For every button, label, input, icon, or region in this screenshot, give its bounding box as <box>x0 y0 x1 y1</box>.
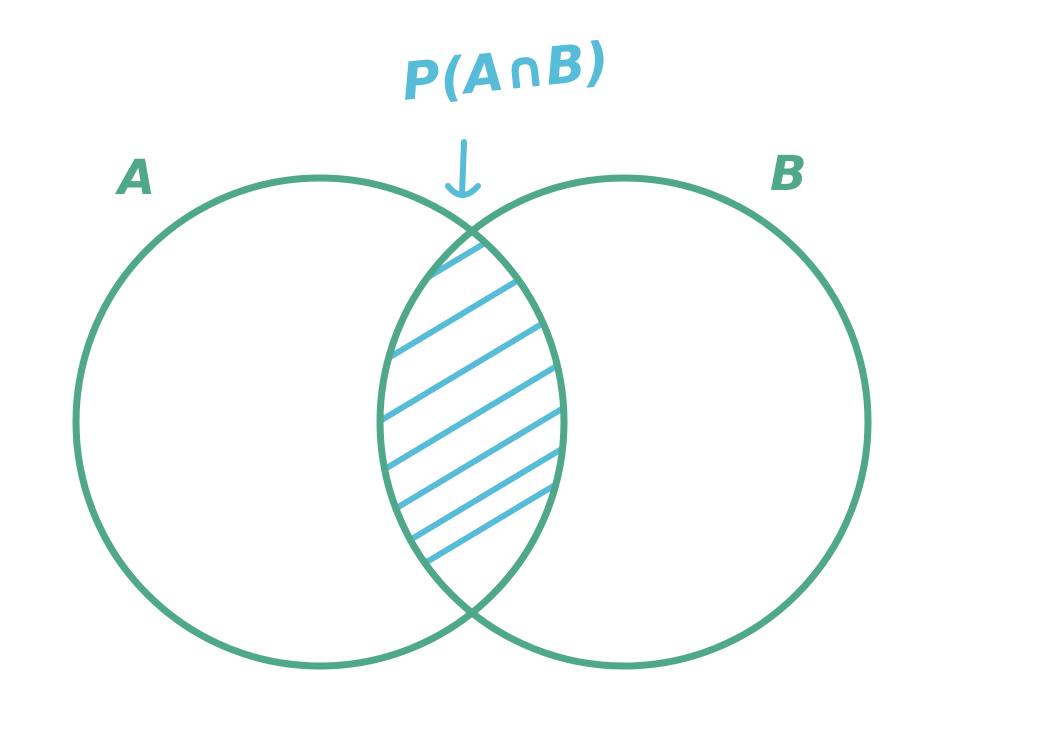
intersection-label: P(A∩B) <box>399 32 612 113</box>
hatch-line <box>380 178 564 321</box>
set-b-label: B <box>770 146 807 202</box>
set-a-label: A <box>114 150 155 206</box>
down-arrow-icon <box>445 139 481 198</box>
hatch-line <box>380 343 564 487</box>
circle-set-a <box>72 174 568 670</box>
circle-set-b <box>376 174 872 670</box>
